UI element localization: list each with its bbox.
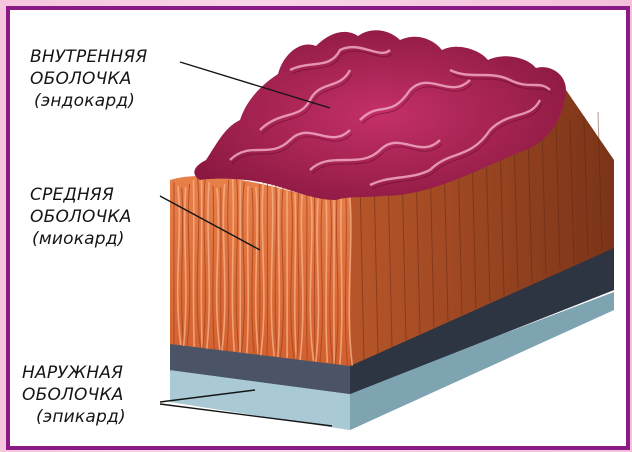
label-endocardium: ВНУТРЕННЯЯ ОБОЛОЧКА (эндокард): [30, 46, 147, 112]
label-myocardium: СРЕДНЯЯ ОБОЛОЧКА (миокард): [30, 184, 132, 250]
label-epicardium-line3: (эпикард): [36, 406, 126, 428]
label-epicardium: НАРУЖНАЯ ОБОЛОЧКА (эпикард): [22, 362, 126, 428]
label-epicardium-line2: ОБОЛОЧКА: [22, 384, 126, 406]
label-endocardium-line3: (эндокард): [34, 90, 147, 112]
label-myocardium-line3: (миокард): [32, 228, 132, 250]
label-epicardium-line1: НАРУЖНАЯ: [22, 362, 126, 384]
label-endocardium-line1: ВНУТРЕННЯЯ: [30, 46, 147, 68]
label-myocardium-line2: ОБОЛОЧКА: [30, 206, 132, 228]
label-endocardium-line2: ОБОЛОЧКА: [30, 68, 147, 90]
diagram-frame: ВНУТРЕННЯЯ ОБОЛОЧКА (эндокард) СРЕДНЯЯ О…: [6, 6, 630, 450]
label-myocardium-line1: СРЕДНЯЯ: [30, 184, 132, 206]
